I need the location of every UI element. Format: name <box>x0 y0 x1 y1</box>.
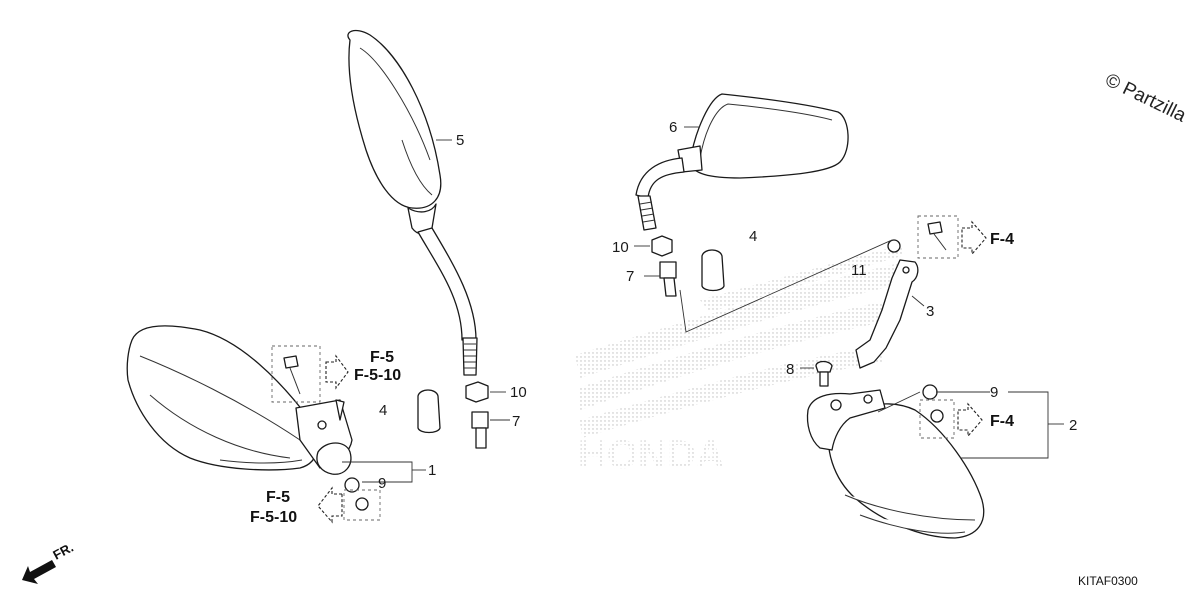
washer[interactable] <box>887 239 901 253</box>
right-end-weight[interactable] <box>701 249 725 292</box>
callout-10-left: 10 <box>510 384 527 401</box>
front-label: FR. <box>50 540 76 563</box>
left-nut[interactable] <box>465 381 489 403</box>
front-arrow-icon <box>22 560 56 584</box>
callout-4-left: 4 <box>379 402 387 419</box>
left-mirror[interactable] <box>347 29 478 376</box>
right-nut[interactable] <box>651 235 673 257</box>
callout-7-right: 7 <box>626 268 634 285</box>
callout-9-left: 9 <box>378 475 386 492</box>
ref-label-right-top: F-4 <box>990 231 1014 248</box>
callout-4-right: 4 <box>749 228 757 245</box>
left-bottom-ref-group <box>317 486 381 524</box>
hollow-arrow-icon <box>325 354 349 390</box>
right-collar-nut[interactable] <box>922 384 938 400</box>
callout-2: 2 <box>1069 417 1077 434</box>
ref-label-right-bottom: F-4 <box>990 413 1014 430</box>
diagram-code: KITAF0300 <box>1078 574 1138 588</box>
hollow-arrow-icon <box>957 402 983 438</box>
callout-7-left: 7 <box>512 413 520 430</box>
callout-8: 8 <box>786 361 794 378</box>
right-top-ref-group <box>917 215 987 259</box>
callout-6: 6 <box>669 119 677 136</box>
screw[interactable] <box>815 360 833 387</box>
ref-label-left-top-1: F-5 <box>370 349 394 366</box>
honda-wordmark: HONDA <box>578 433 725 477</box>
ref-label-left-bottom-2: F-5-10 <box>250 509 297 526</box>
left-collar-nut[interactable] <box>344 477 360 493</box>
right-mirror[interactable] <box>635 93 849 231</box>
callout-9-right: 9 <box>990 384 998 401</box>
callout-5: 5 <box>456 132 464 149</box>
left-top-ref-group <box>271 345 349 403</box>
callout-3: 3 <box>926 303 934 320</box>
callout-10-right: 10 <box>612 239 629 256</box>
right-adapter-bolt[interactable] <box>659 261 677 297</box>
right-bottom-ref-group <box>919 399 983 439</box>
front-direction-indicator: FR. <box>22 540 76 584</box>
ref-label-left-bottom-1: F-5 <box>266 489 290 506</box>
left-adapter-bolt[interactable] <box>471 411 489 449</box>
left-hand-guard[interactable] <box>126 325 353 475</box>
leader-lines <box>342 126 1064 483</box>
copyright-watermark: © Partzilla <box>1102 70 1190 127</box>
callout-11: 11 <box>851 262 867 279</box>
left-end-weight[interactable] <box>417 389 441 434</box>
ref-label-left-top-2: F-5-10 <box>354 367 401 384</box>
callout-1: 1 <box>428 462 436 479</box>
right-hand-guard[interactable] <box>806 389 985 539</box>
bracket[interactable] <box>855 259 919 369</box>
hollow-arrow-icon <box>317 486 343 524</box>
hollow-arrow-icon <box>961 220 987 256</box>
